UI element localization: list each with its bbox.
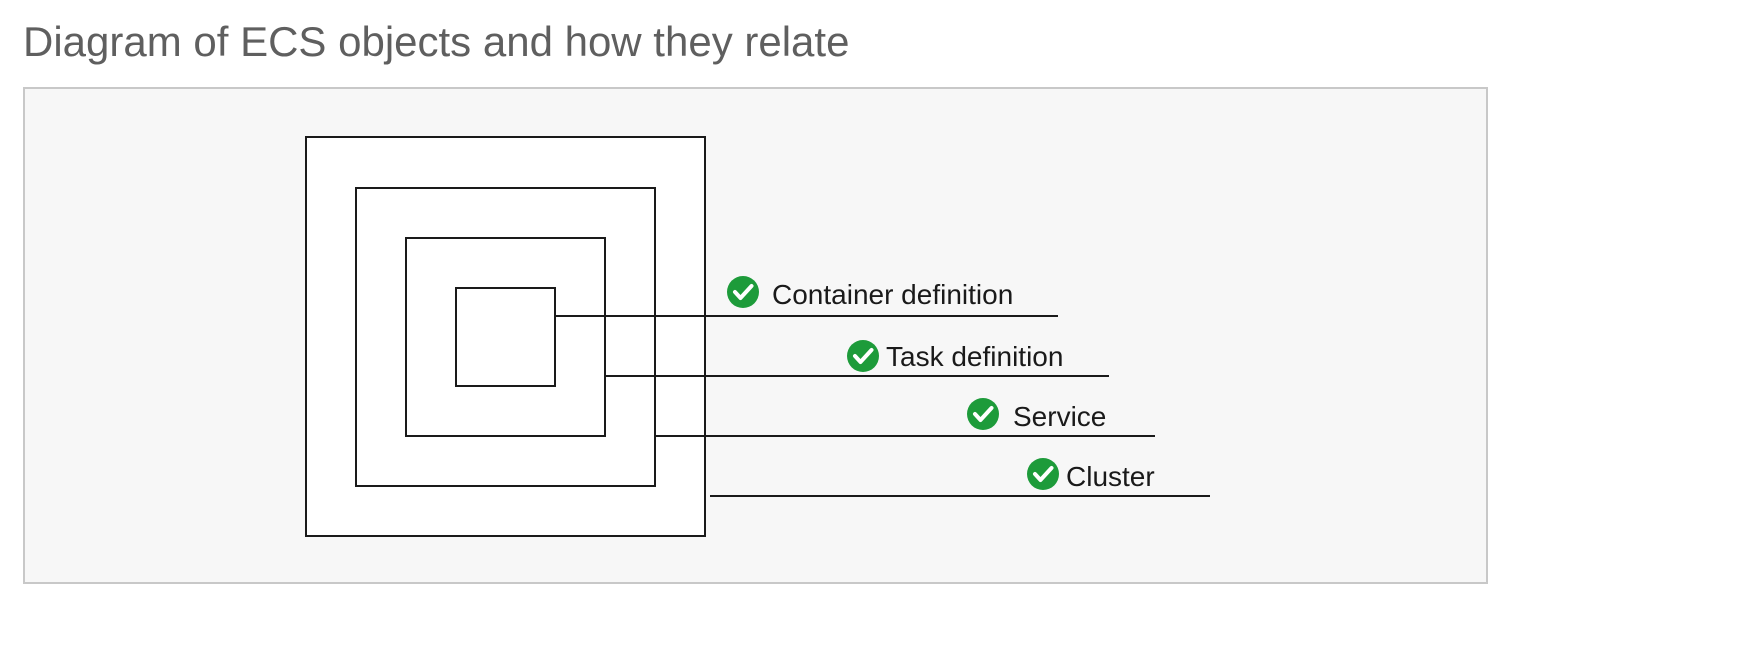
check-circle-icon xyxy=(967,398,999,430)
service-label: Service xyxy=(967,398,1106,432)
container-definition-box xyxy=(455,287,556,387)
service-text: Service xyxy=(1013,401,1106,432)
container-definition-label: Container definition xyxy=(727,276,1013,310)
check-circle-icon xyxy=(727,276,759,308)
cluster-label: Cluster xyxy=(1027,458,1155,492)
container-definition-text: Container definition xyxy=(772,279,1013,310)
task-definition-label: Task definition xyxy=(847,340,1063,372)
task-definition-text: Task definition xyxy=(886,341,1063,372)
check-circle-icon xyxy=(847,340,879,372)
page-title: Diagram of ECS objects and how they rela… xyxy=(23,18,850,65)
cluster-text: Cluster xyxy=(1066,461,1155,492)
diagram-panel xyxy=(23,87,1488,584)
check-circle-icon xyxy=(1027,458,1059,490)
